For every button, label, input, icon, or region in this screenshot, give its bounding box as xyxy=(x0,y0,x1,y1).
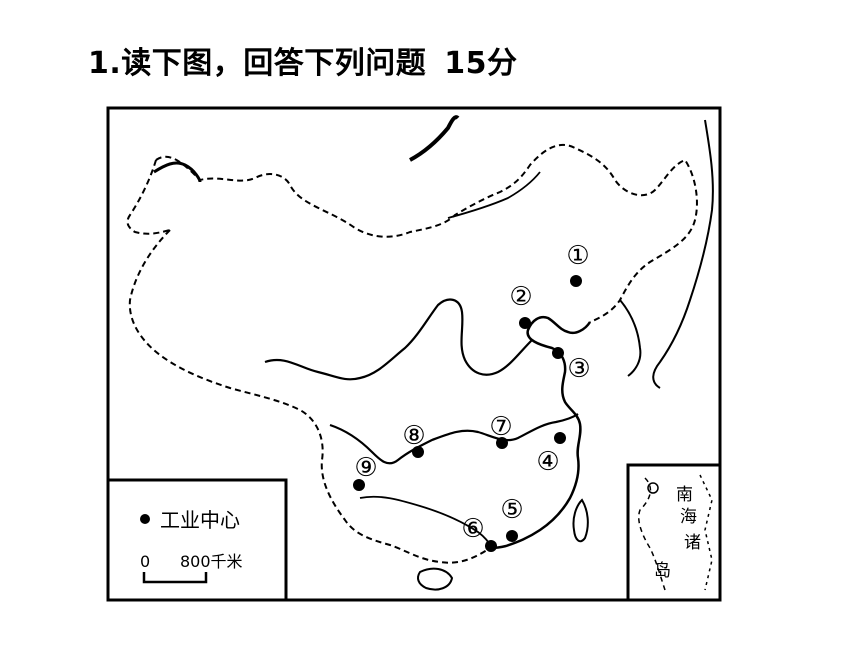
legend-industrial-dot-icon xyxy=(140,514,150,524)
marker-6-dot xyxy=(485,540,497,552)
inset-label-1: 南 xyxy=(676,485,693,505)
marker-5-label: ⑤ xyxy=(500,495,523,525)
korea-peninsula xyxy=(619,299,642,377)
marker-5-dot xyxy=(506,530,518,542)
scale-bar xyxy=(142,572,208,584)
inset-label-4: 岛 xyxy=(654,561,671,581)
marker-3-dot xyxy=(552,347,564,359)
question-score: 15分 xyxy=(444,46,518,81)
question-title: 1.读下图，回答下列问题 15分 xyxy=(88,38,518,82)
scale-value: 800千米 xyxy=(180,552,243,571)
industrial-labels: ① ② ③ ④ ⑤ ⑥ ⑦ ⑧ ⑨ xyxy=(354,241,590,544)
inset-island-icon xyxy=(647,482,659,494)
inset-label-3: 诸 xyxy=(684,533,701,553)
national-border xyxy=(128,143,698,564)
map-frame xyxy=(106,106,722,602)
marker-9-dot xyxy=(353,479,365,491)
marker-8-dot xyxy=(412,446,424,458)
marker-4-label: ④ xyxy=(536,447,559,477)
inset-coast xyxy=(699,474,713,591)
marker-6-label: ⑥ xyxy=(461,514,484,544)
hainan-island xyxy=(417,567,454,591)
marker-1-dot xyxy=(570,275,582,287)
yangtze-river xyxy=(329,413,579,465)
marker-9-label: ⑨ xyxy=(354,453,377,483)
marker-8-label: ⑧ xyxy=(402,421,425,451)
northern-river xyxy=(153,161,202,183)
baikal-lake xyxy=(409,115,460,162)
inset-label-2: 海 xyxy=(680,507,697,527)
taiwan-island xyxy=(572,498,589,543)
legend-label: 工业中心 xyxy=(160,508,240,532)
marker-7-label: ⑦ xyxy=(489,412,512,442)
western-border xyxy=(126,159,171,235)
inset-box xyxy=(626,463,722,602)
legend-box xyxy=(106,478,288,602)
marker-2-label: ② xyxy=(509,282,532,312)
question-text: 1.读下图，回答下列问题 xyxy=(88,46,427,81)
coastline xyxy=(489,315,592,550)
japan-islands xyxy=(652,119,714,389)
marker-3-label: ③ xyxy=(567,354,590,384)
heilongjiang xyxy=(447,171,541,219)
industrial-dots xyxy=(353,275,582,552)
yellow-river xyxy=(264,298,533,381)
pearl-river xyxy=(359,495,493,549)
inset-border xyxy=(638,477,666,591)
scale-zero: 0 xyxy=(140,552,150,571)
marker-1-label: ① xyxy=(566,241,589,271)
marker-2-dot xyxy=(519,317,531,329)
marker-7-dot xyxy=(496,437,508,449)
marker-4-dot xyxy=(554,432,566,444)
